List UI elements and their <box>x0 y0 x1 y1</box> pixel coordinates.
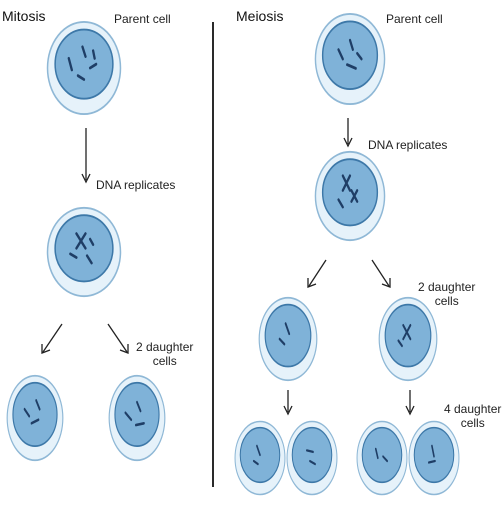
meiosis-granddaughter-cell-4 <box>408 420 460 496</box>
mitosis-replicated-cell <box>46 206 122 298</box>
mitosis-arrow-down <box>81 128 91 184</box>
meiosis-2-daughter-label: 2 daughter cells <box>418 280 476 308</box>
meiosis-dna-replicates-label: DNA replicates <box>368 138 448 152</box>
mitosis-dna-replicates-label: DNA replicates <box>96 178 176 192</box>
mitosis-arrow-left <box>41 323 63 354</box>
meiosis-granddaughter-cell-3 <box>356 420 408 496</box>
mitosis-arrow-right <box>107 323 129 354</box>
meiosis-granddaughter-cell-2 <box>286 420 338 496</box>
meiosis-arrow-left <box>307 259 327 288</box>
mitosis-2-daughter-label: 2 daughter cells <box>136 340 194 368</box>
meiosis-arrow-down <box>343 118 353 148</box>
mitosis-daughter-cell-left <box>6 374 64 462</box>
meiosis-4-daughter-label: 4 daughter cells <box>444 402 502 430</box>
mitosis-parent-cell <box>46 20 122 116</box>
meiosis-arrow-down-left <box>283 390 293 416</box>
mitosis-parent-cell-label: Parent cell <box>114 12 171 26</box>
meiosis-arrow-right <box>371 259 391 288</box>
mitosis-daughter-cell-right <box>108 374 166 462</box>
section-divider <box>212 22 214 487</box>
meiosis-daughter-cell-left <box>258 296 318 382</box>
mitosis-title: Mitosis <box>2 8 46 24</box>
meiosis-title: Meiosis <box>236 8 284 24</box>
meiosis-arrow-down-right <box>405 390 415 416</box>
meiosis-granddaughter-cell-1 <box>234 420 286 496</box>
meiosis-parent-cell <box>314 12 386 106</box>
meiosis-parent-cell-label: Parent cell <box>386 12 443 26</box>
meiosis-replicated-cell <box>314 150 386 242</box>
meiosis-daughter-cell-right <box>378 296 438 382</box>
